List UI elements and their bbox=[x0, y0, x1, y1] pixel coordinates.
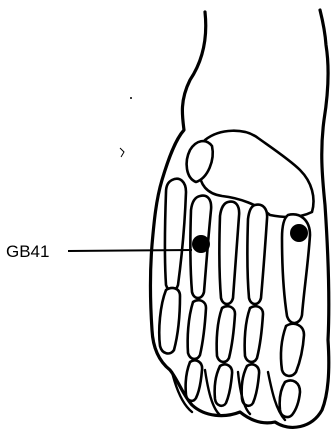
phalanx-4b bbox=[242, 364, 259, 405]
gb41-leader-line bbox=[68, 250, 192, 251]
phalanx-4a bbox=[245, 306, 263, 362]
phalanx-5b bbox=[280, 380, 300, 417]
speck-mark bbox=[120, 148, 124, 157]
phalanx-2b bbox=[186, 360, 202, 400]
phalanx-1 bbox=[159, 288, 180, 353]
gb41-point-marker bbox=[192, 235, 210, 253]
phalanx-2a bbox=[188, 300, 206, 359]
phalanx-5a bbox=[281, 324, 304, 376]
phalanx-3a bbox=[217, 306, 235, 362]
metatarsal-1 bbox=[165, 179, 186, 291]
speck bbox=[130, 97, 132, 99]
phalanx-3b bbox=[215, 364, 232, 405]
acupoint-marker bbox=[290, 224, 308, 242]
metatarsal-4 bbox=[247, 205, 267, 304]
metatarsal-3 bbox=[219, 202, 239, 304]
gb41-label: GB41 bbox=[6, 242, 49, 261]
